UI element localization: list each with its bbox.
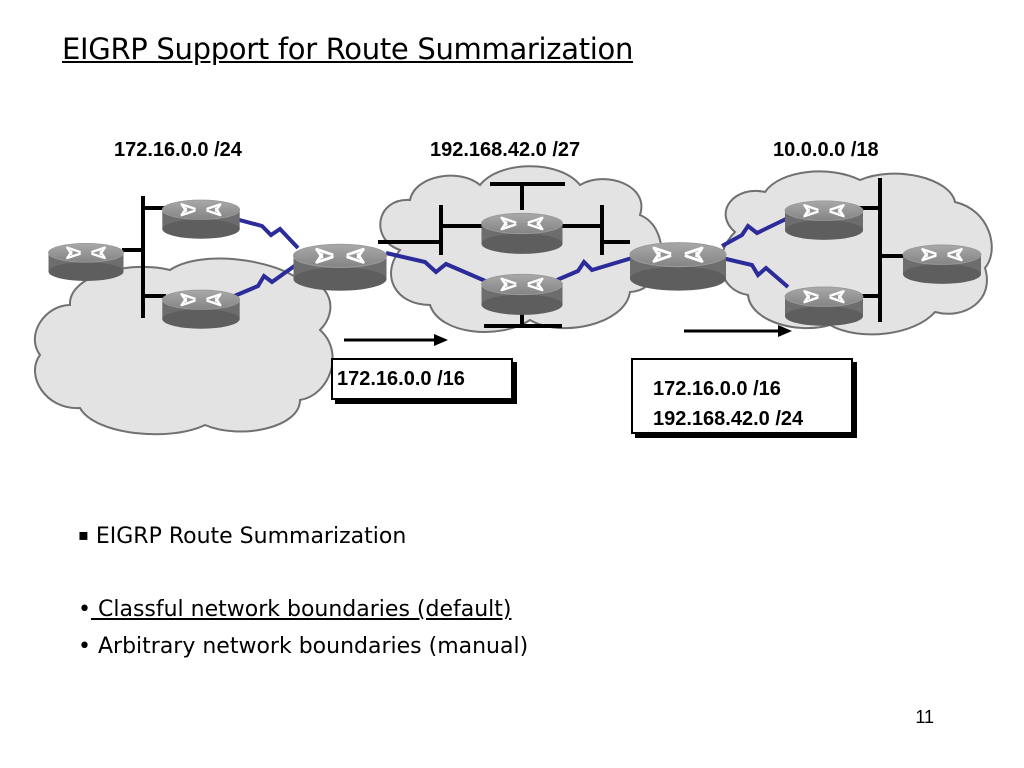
router-lan-bottom: [161, 288, 241, 330]
dot-bullet-icon: •: [78, 597, 91, 622]
router-core-left: [292, 242, 388, 292]
network-label-172-16: 172.16.0.0 /24: [114, 139, 242, 161]
summary-box-1: 172.16.0.0 /16: [331, 358, 513, 400]
arrow-advert-1: [344, 334, 448, 346]
summary-box-2: 172.16.0.0 /16 192.168.42.0 /24: [631, 358, 853, 434]
bullet-sub-1-text: Classful network boundaries (default): [97, 597, 512, 622]
bullet-sub-2-text: Arbitrary network boundaries (manual): [97, 634, 529, 659]
router-right-bottom: [783, 285, 865, 327]
bullet-main-text: EIGRP Route Summarization: [95, 524, 407, 549]
summary-box-1-text: 172.16.0.0 /16: [337, 368, 465, 390]
arrow-advert-2: [684, 325, 792, 337]
serial-links: [231, 216, 790, 299]
network-label-10-0: 10.0.0.0 /18: [773, 139, 879, 161]
router-right-far: [901, 243, 983, 285]
bullet-main: ▪ EIGRP Route Summarization: [78, 524, 406, 549]
router-stub: [47, 242, 125, 282]
bullet-sub-2: • Arbitrary network boundaries (manual): [78, 634, 528, 659]
router-mid-bottom: [480, 273, 564, 316]
square-bullet-icon: ▪: [78, 525, 89, 544]
network-label-192-168: 192.168.42.0 /27: [430, 139, 581, 161]
router-mid-top: [480, 212, 564, 255]
dot-bullet-icon: •: [78, 634, 91, 659]
summary-box-2-line1: 172.16.0.0 /16: [653, 378, 781, 400]
slide-title: EIGRP Support for Route Summarization: [62, 32, 634, 66]
cloud-172-16-0-0: [33, 257, 334, 436]
page-number: 11: [915, 707, 934, 727]
summary-box-2-line2: 192.168.42.0 /24: [653, 408, 804, 430]
bullet-sub-1: • Classful network boundaries (default): [78, 597, 511, 622]
router-core-right: [628, 241, 728, 292]
router-right-top: [783, 199, 865, 241]
router-lan-top: [161, 198, 241, 240]
